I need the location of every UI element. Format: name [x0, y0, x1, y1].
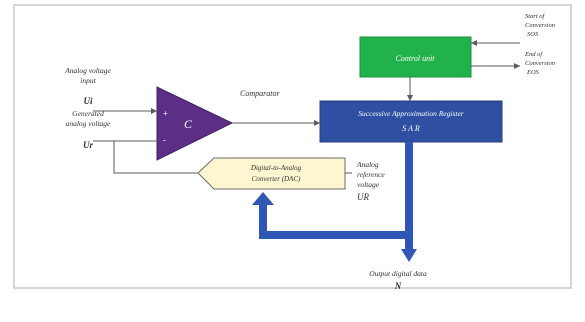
reference-voltage-label-line1: Analog — [356, 160, 379, 169]
eoc-label-line1: End of — [524, 51, 543, 58]
dac-block — [197, 157, 346, 190]
comparator-label: Comparator — [240, 89, 280, 98]
soc-label-line1: Start of — [525, 13, 546, 20]
comparator-symbol: C — [184, 117, 193, 131]
soc-label-line3: SOS — [527, 31, 539, 38]
sar-short-label: S A R — [402, 124, 420, 133]
comparator-plus: + — [163, 109, 168, 118]
output-symbol: N — [394, 281, 402, 291]
analog-input-label-line1: Analog voltage — [64, 66, 111, 75]
generated-voltage-label-line1: Generated — [72, 109, 104, 118]
control-unit-label: Control unit — [395, 54, 435, 63]
comparator-triangle — [156, 86, 234, 161]
eoc-label-line3: EOS — [526, 69, 540, 76]
comparator-minus: - — [163, 135, 166, 145]
wire-arrowheads — [151, 40, 520, 126]
data-bus — [252, 142, 417, 262]
sar-title: Successive Approximation Register — [358, 109, 463, 118]
reference-voltage-label-line3: voltage — [357, 180, 380, 189]
reference-voltage-symbol: UR — [357, 192, 369, 202]
soc-label-line2: Conversion — [525, 22, 555, 29]
diagram-border — [13, 4, 572, 289]
dac-label-line2: Converter (DAC) — [252, 175, 301, 183]
eoc-label-line2: Conversion — [525, 60, 555, 67]
output-label-line1: Output digital data — [369, 269, 427, 278]
analog-input-symbol: Ui — [84, 96, 93, 106]
analog-input-label-line2: input — [80, 76, 96, 85]
sar-block — [319, 100, 503, 143]
generated-voltage-label-line2: analog voltage — [66, 119, 111, 128]
dac-label-line1: Digital-to-Analog — [250, 164, 302, 172]
control-unit-block — [359, 36, 472, 78]
reference-voltage-label-line2: reference — [357, 170, 385, 179]
generated-voltage-symbol: Ur — [83, 140, 93, 150]
